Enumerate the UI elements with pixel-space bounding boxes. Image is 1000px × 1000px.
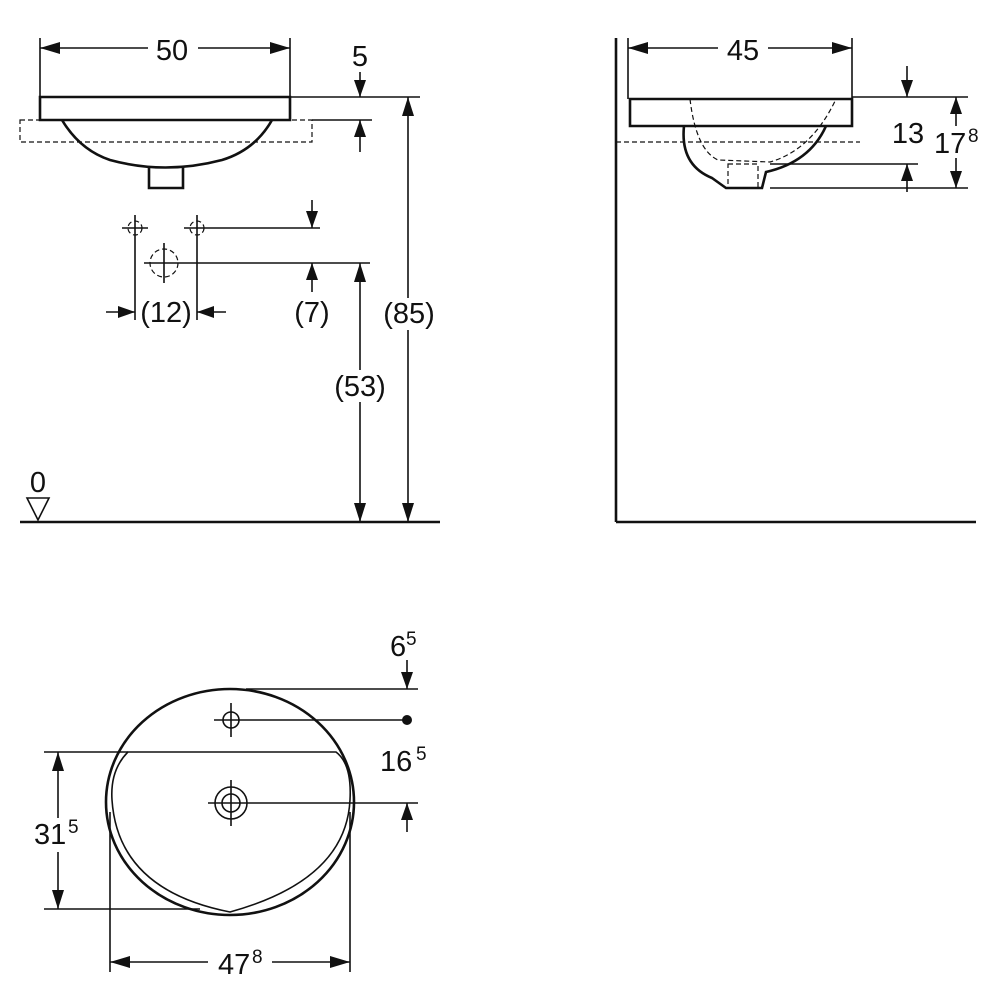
arrow-head bbox=[270, 42, 290, 54]
tap-hole bbox=[214, 703, 248, 737]
arrow-head bbox=[901, 80, 913, 97]
arrow-head bbox=[306, 263, 318, 280]
arrow-head bbox=[330, 956, 350, 968]
arrow-head bbox=[402, 97, 414, 116]
floor-level-label: 0 bbox=[30, 467, 46, 499]
dimension-label-width: 47 bbox=[218, 949, 250, 981]
basin-bowl bbox=[682, 125, 828, 190]
dimension-label-tap-offset: 6 bbox=[390, 631, 406, 663]
dimension-label-overall-depth-sup: 8 bbox=[968, 126, 979, 147]
dimension-label-tap-offset: (7) bbox=[294, 297, 329, 329]
basin-rim bbox=[628, 97, 854, 128]
arrow-head bbox=[832, 42, 852, 54]
arrow-head bbox=[950, 171, 962, 188]
dimension-label-waste-offset: 16 bbox=[380, 746, 412, 778]
dimension-label-bowl-depth: 13 bbox=[892, 118, 924, 150]
basin-bowl bbox=[60, 119, 274, 169]
dimension-label-waste-offset-sup: 5 bbox=[416, 744, 427, 765]
waste-outlet-hidden bbox=[727, 163, 759, 189]
waste-drain bbox=[208, 780, 254, 826]
arrow-head bbox=[110, 956, 130, 968]
arrow-head bbox=[52, 890, 64, 909]
arrow-head bbox=[354, 263, 366, 282]
tap-hole-right bbox=[184, 215, 210, 241]
tap-hole-left bbox=[122, 215, 148, 241]
dimension-label-rim-thickness: 5 bbox=[352, 41, 368, 73]
level-marker bbox=[25, 497, 51, 522]
dimension-label-rim-height: (85) bbox=[383, 298, 435, 330]
dimension-label-waste-height: (53) bbox=[334, 371, 386, 403]
arrow-head bbox=[197, 306, 214, 318]
dimension-label-width-sup: 8 bbox=[252, 947, 263, 968]
arrow-head bbox=[950, 97, 962, 114]
arrow-head bbox=[118, 306, 135, 318]
arrow-head bbox=[52, 752, 64, 771]
dimension-dot bbox=[402, 715, 412, 725]
dimension-label-overall-depth: 17 bbox=[934, 128, 966, 160]
top-view: 6 5 16 5 31 5 47 8 bbox=[34, 629, 427, 981]
dimension-label-width: 50 bbox=[156, 35, 188, 67]
dimension-label-tap-spacing: (12) bbox=[140, 297, 192, 329]
arrow-head bbox=[354, 80, 366, 97]
arrow-head bbox=[354, 120, 366, 137]
basin-rim bbox=[38, 95, 292, 122]
bowl-inner bbox=[111, 751, 352, 913]
arrow-head bbox=[901, 164, 913, 181]
arrow-head bbox=[40, 42, 60, 54]
front-view: 50 5 (12) bbox=[19, 35, 440, 524]
bowl-inner-hidden bbox=[689, 98, 837, 163]
arrow-head bbox=[306, 211, 318, 228]
dimension-label-depth: 45 bbox=[727, 35, 759, 67]
dimension-label-tap-offset-sup: 5 bbox=[406, 629, 417, 650]
side-view: 45 13 17 8 bbox=[614, 35, 979, 524]
arrow-head bbox=[401, 803, 413, 820]
arrow-head bbox=[401, 672, 413, 689]
waste-hole bbox=[144, 243, 184, 283]
waste-outlet bbox=[147, 166, 185, 190]
dimension-label-bowl-length: 31 bbox=[34, 819, 66, 851]
arrow-head bbox=[402, 503, 414, 522]
dimension-label-bowl-length-sup: 5 bbox=[68, 817, 79, 838]
arrow-head bbox=[628, 42, 648, 54]
basin-outline bbox=[104, 687, 356, 917]
arrow-head bbox=[354, 503, 366, 522]
